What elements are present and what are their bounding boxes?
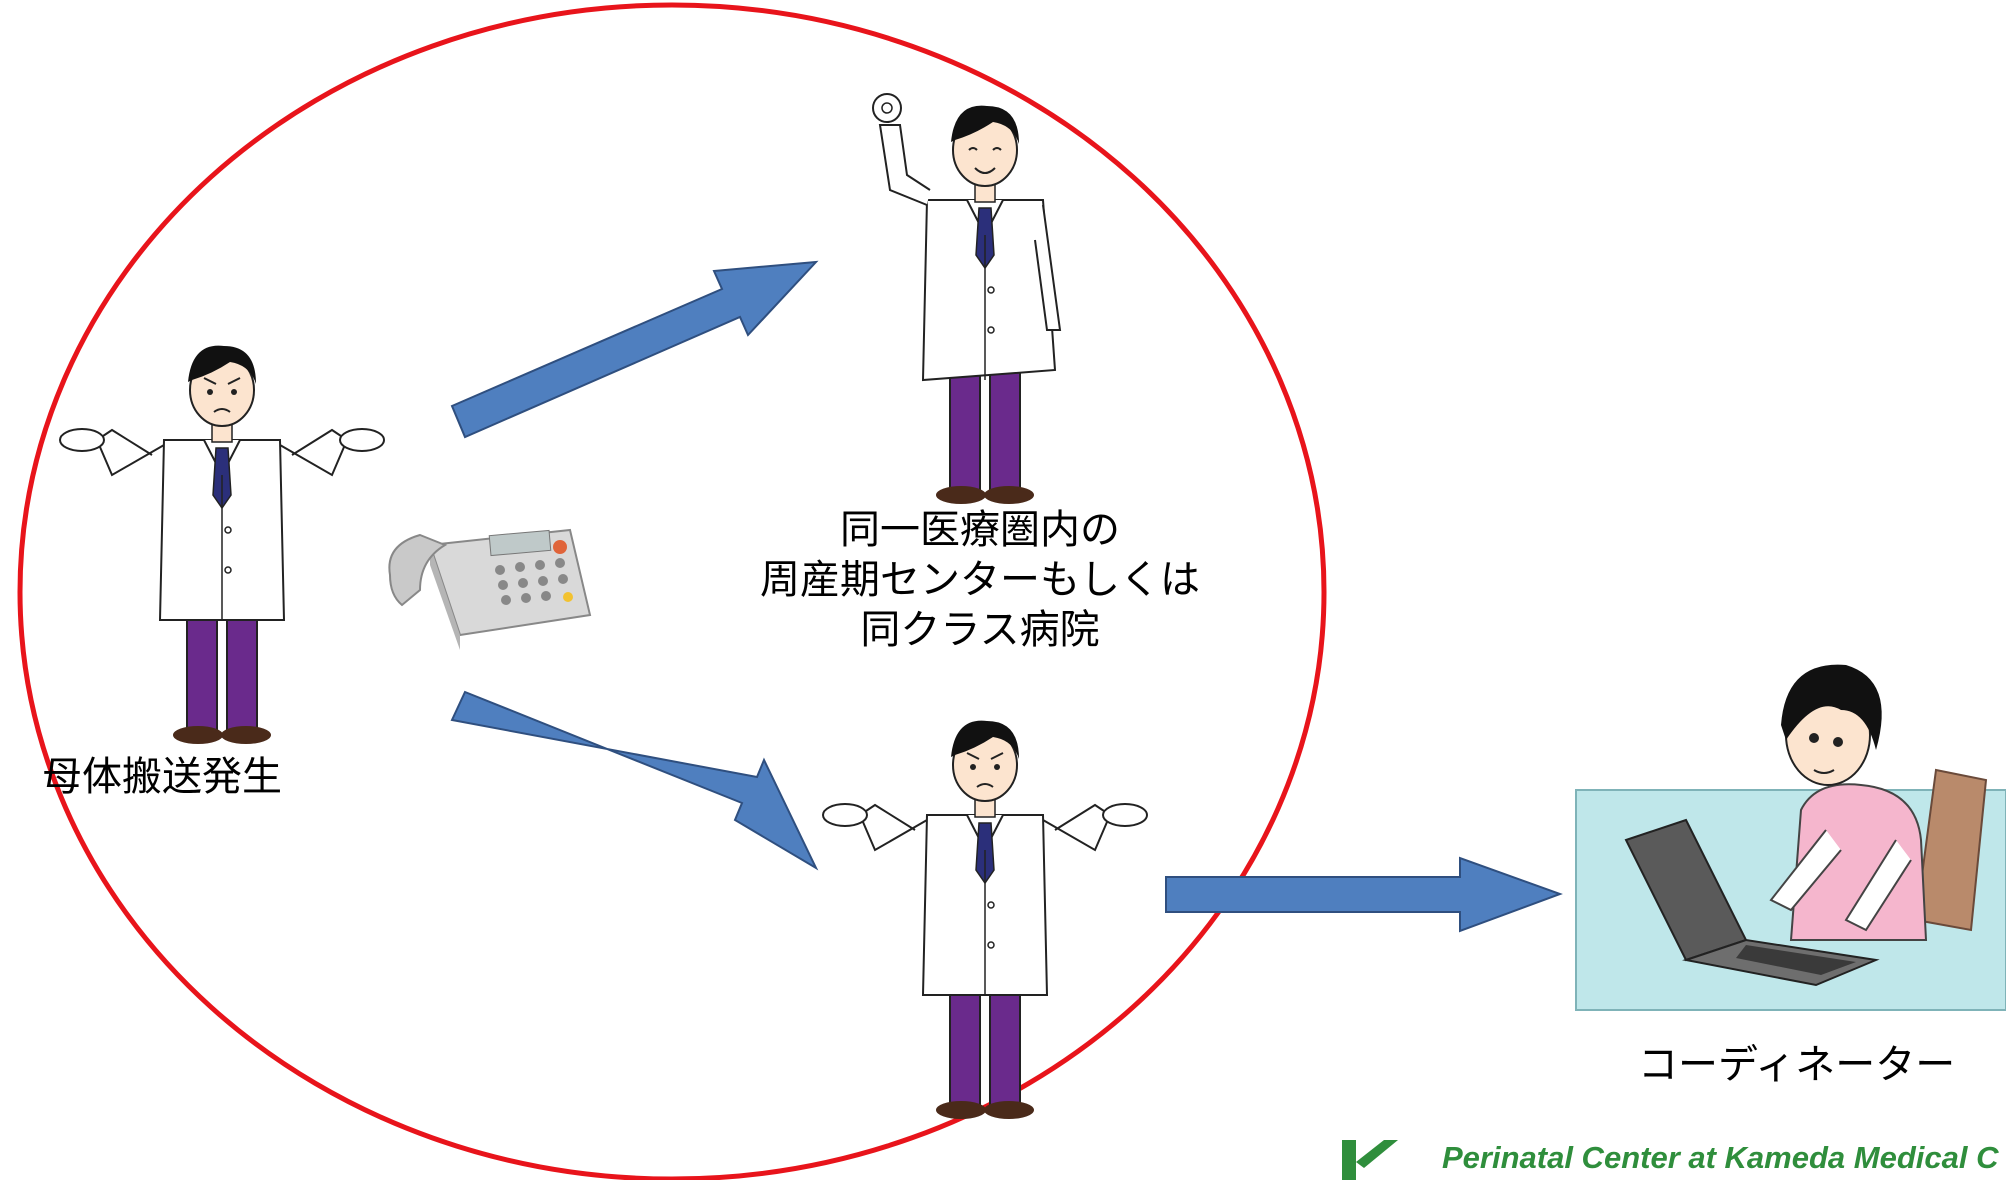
doctor-confused-icon [59, 344, 385, 745]
origin-label: 母体搬送発生 [42, 754, 282, 800]
kameda-logo-icon [1342, 1140, 1398, 1180]
organization-footer: Perinatal Center at Kameda Medical C [1442, 1140, 1999, 1175]
arrow-up-right [450, 260, 819, 439]
arrow-down-right [450, 690, 819, 871]
coordinator-label: コーディネーター [1638, 1042, 1956, 1088]
partner-hospital-label-line: 周産期センターもしくは [760, 557, 1200, 603]
medical-region-boundary [17, 2, 1327, 1180]
partner-hospital-label-line: 同クラス病院 [860, 607, 1100, 653]
arrow-to-coordinator [1165, 856, 1563, 933]
partner-hospital-label: 同一医療圏内の 周産期センターもしくは 同クラス病院 [720, 505, 1240, 655]
doctor-ok-icon [872, 93, 1061, 505]
coordinator-laptop-icon [1575, 640, 2006, 1011]
telephone-icon [388, 528, 592, 650]
partner-hospital-label-line: 同一医療圏内の [840, 507, 1120, 553]
doctor-confused-icon [822, 719, 1148, 1120]
